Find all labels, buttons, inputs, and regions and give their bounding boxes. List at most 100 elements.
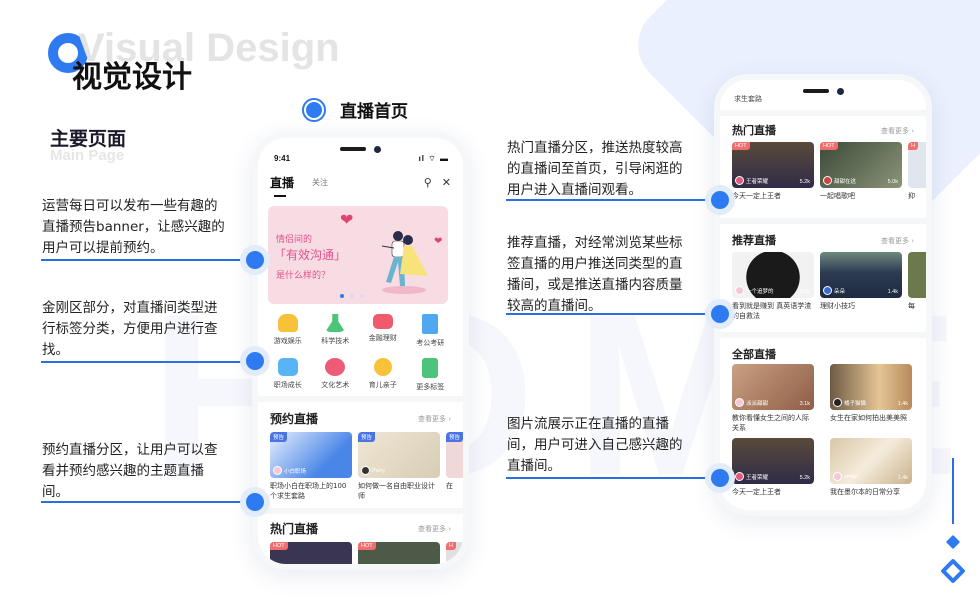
page-title: 视觉设计	[72, 60, 192, 95]
palette-icon	[325, 358, 346, 376]
annotation-categories: 金刚区部分，对直播间类型进行标签分类，方便用户进行查找。	[42, 300, 218, 358]
book-icon	[422, 314, 439, 334]
reserve-see-more-link[interactable]: 查看更多 ›	[417, 415, 451, 423]
hot-badge: H	[908, 142, 918, 150]
category-item[interactable]: 考公考研	[407, 314, 455, 348]
close-icon[interactable]: ✕	[441, 177, 451, 189]
host-info: 小白职场	[273, 466, 306, 475]
hot-card[interactable]: HOT 甜甜在这 5.0k 一起唱歌吧	[820, 142, 902, 201]
annotation-pin	[705, 299, 735, 329]
category-item[interactable]: 更多标签	[407, 358, 455, 392]
search-icon[interactable]: ⚲	[423, 177, 432, 189]
status-bar: 9:41 ıl ⌔ ▬	[274, 154, 449, 164]
recommend-card[interactable]: 朵朵 1.4k 理财小技巧	[820, 252, 902, 311]
heart-icon: ❤	[434, 236, 443, 247]
recommend-section-title: 推荐直播	[732, 234, 776, 247]
card-caption: 如何做一名自由职业设计师	[358, 482, 435, 500]
host-info: 一个追梦的	[735, 286, 774, 295]
card-caption: 教你看懂女生之间的人际关系	[732, 414, 809, 432]
all-section-title: 全部直播	[732, 348, 776, 361]
signal-wifi-battery-icon: ıl ⌔ ▬	[418, 154, 449, 163]
host-info: 派派甜甜	[735, 398, 768, 407]
annotation-all: 图片流展示正在直播的直播间，用户可进入自己感兴趣的直播间。	[507, 416, 683, 474]
hot-badge: HOT	[732, 142, 750, 150]
section-divider	[258, 508, 463, 514]
reserve-card[interactable]: 预告 小白职场 职场小白在职场上的100个求生套路	[270, 432, 352, 501]
category-item[interactable]: 科学技术	[312, 314, 360, 348]
hot-section-title: 热门直播	[732, 124, 776, 137]
host-info: 橘子猫猫	[833, 398, 866, 407]
hot-card[interactable]: H 抑	[908, 142, 926, 201]
preview-badge: 预告	[358, 432, 376, 442]
hot-badge: HOT	[270, 542, 288, 550]
annotation-banner: 运营每日可以发布一些有趣的直播预告banner，让感兴趣的用户可以提前预约。	[42, 198, 225, 256]
viewer-count: 5.2k	[799, 179, 810, 185]
hot-see-more-link[interactable]: 查看更多 ›	[417, 525, 451, 533]
hot-section-title: 热门直播	[270, 522, 319, 536]
hot-see-more-link[interactable]: 查看更多 ›	[880, 127, 914, 135]
host-info: 甜甜在这	[823, 176, 856, 185]
reserve-card[interactable]: 预告 Parry 如何做一名自由职业设计师	[358, 432, 440, 501]
card-caption: 在	[446, 482, 453, 490]
subtitle-chinese: 主要页面	[50, 128, 127, 150]
viewer-count: 2.5k	[799, 289, 810, 295]
annotation-line	[41, 259, 255, 261]
section-divider	[720, 218, 926, 224]
hot-card[interactable]: HOT	[270, 542, 352, 564]
viewer-count: 1.4k	[897, 401, 908, 407]
card-caption: 理财小技巧	[820, 302, 855, 310]
category-item[interactable]: 职场成长	[264, 358, 312, 392]
host-info: 王者荣耀	[735, 472, 768, 481]
hot-badge: HOT	[820, 142, 838, 150]
section-divider	[258, 396, 463, 402]
diamond-icon-small	[945, 534, 961, 550]
annotation-hot: 热门直播分区，推送热度较高的直播间至首页，引导闲逛的用户进入直播间观看。	[507, 140, 683, 198]
hot-badge: H	[446, 542, 456, 550]
card-caption: 职场小白在职场上的100个求生套路	[270, 482, 347, 500]
tab-live[interactable]: 直播	[270, 176, 295, 197]
annotation-line	[41, 501, 255, 503]
annotation-pin	[705, 463, 735, 493]
annotation-pin	[240, 245, 270, 275]
category-item[interactable]: 育儿亲子	[359, 358, 407, 392]
more-tags-icon	[422, 358, 439, 378]
briefcase-icon	[277, 358, 298, 376]
category-item[interactable]: 金融理财	[359, 314, 407, 348]
category-item[interactable]: 游戏娱乐	[264, 314, 312, 348]
flask-icon	[325, 314, 346, 332]
annotation-line	[506, 313, 720, 315]
card-caption: 女生在家如何拍出美美照	[830, 414, 907, 422]
banner-line1: 情侣间的	[276, 235, 313, 245]
all-live-card[interactable]: emily 1.4k 我在墨尔本的日常分享	[830, 438, 912, 497]
all-live-card[interactable]: 橘子猫猫 1.4k 女生在家如何拍出美美照	[830, 364, 912, 423]
all-live-card[interactable]: 派派甜甜 3.1k 教你看懂女生之间的人际关系	[732, 364, 814, 433]
all-live-card[interactable]: 王者荣耀 5.2k 今天一定上王者	[732, 438, 814, 497]
promo-banner[interactable]: ❤ ❤ 情侣间的 「有效沟通」 是什么样的？	[268, 206, 448, 304]
annotation-pin	[240, 487, 270, 517]
card-caption: 我在墨尔本的日常分享	[830, 488, 900, 496]
section-divider	[720, 110, 926, 116]
recommend-see-more-link[interactable]: 查看更多 ›	[880, 237, 914, 245]
recommend-card[interactable]: 一个追梦的 2.5k 看到就是赚到 真英语学渣的自救法	[732, 252, 814, 321]
status-time: 9:41	[274, 154, 291, 163]
title-english: Visual Design	[78, 26, 340, 70]
section-divider	[720, 332, 926, 338]
annotation-recommend: 推荐直播，对经常浏览某些标签直播的用户推送同类型的直播间，或是推送直播内容质量较…	[507, 235, 683, 314]
annotation-pin	[705, 185, 735, 215]
reserve-card[interactable]: 预告 在	[446, 432, 463, 491]
baby-icon	[373, 358, 392, 376]
decorative-vertical-line	[952, 458, 954, 524]
reserve-section-title: 预约直播	[270, 412, 319, 426]
viewer-count: 5.0k	[887, 179, 898, 185]
category-item[interactable]: 文化艺术	[312, 358, 360, 392]
tab-follow[interactable]: 关注	[312, 178, 329, 187]
hot-card[interactable]: HOT 王者荣耀 5.2k 今天一定上王者	[732, 142, 814, 201]
heart-icon: ❤	[340, 212, 354, 229]
hot-card[interactable]: HOT	[358, 542, 440, 564]
hot-card[interactable]: H	[446, 542, 463, 564]
banner-pagination[interactable]	[340, 294, 364, 298]
annotation-pin	[240, 346, 270, 376]
host-info: emily	[833, 472, 857, 481]
recommend-card[interactable]: 每	[908, 252, 926, 311]
phone-notch	[305, 138, 416, 160]
